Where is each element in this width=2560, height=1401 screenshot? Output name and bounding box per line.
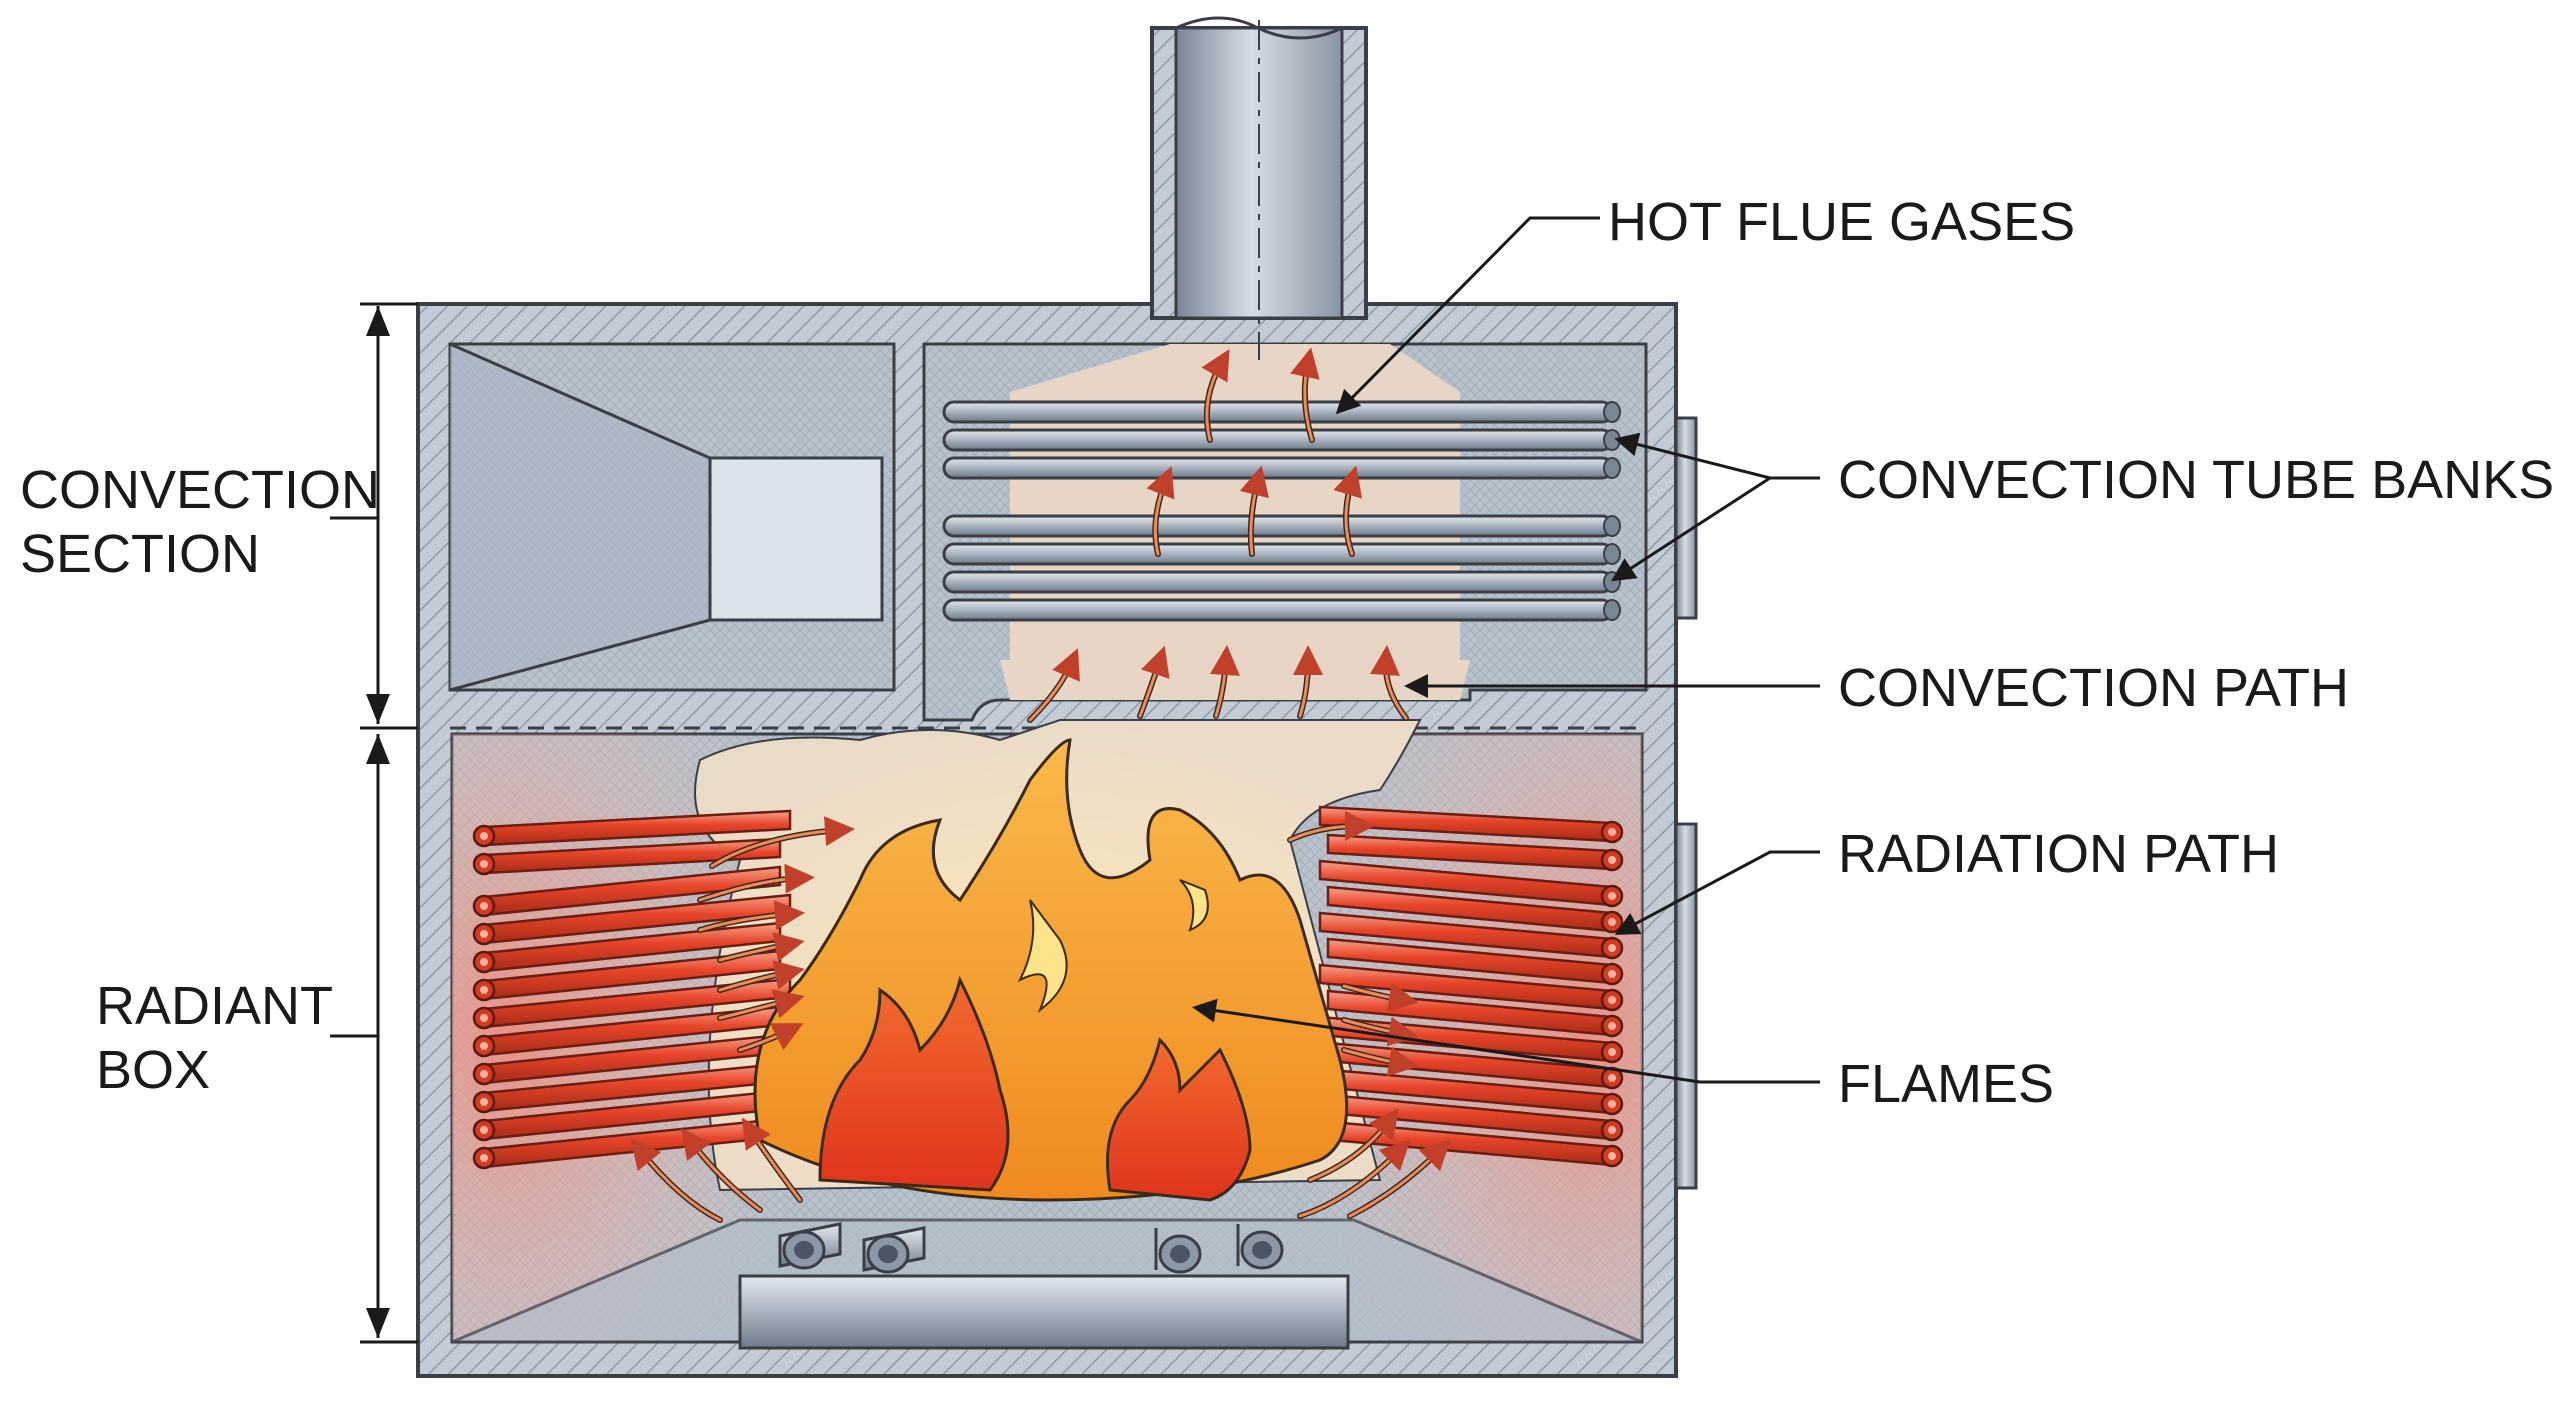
- flow-arrow: [738, 1023, 804, 1052]
- label-convection-tube-banks: CONVECTION TUBE BANKS: [1838, 450, 2554, 510]
- label-radiant-box-line2: BOX: [96, 1040, 210, 1100]
- flow-arrow: [1348, 1139, 1451, 1218]
- radiant-tube: [1318, 963, 1624, 1012]
- flow-arrow: [630, 1138, 722, 1222]
- radiant-tubes-left: [472, 809, 792, 1170]
- leader-lines: [1192, 216, 1820, 1084]
- flow-arrow: [718, 932, 805, 962]
- convection-tube: [942, 428, 1614, 452]
- dimension-lines: [330, 302, 418, 1344]
- label-radiation-path: RADIATION PATH: [1838, 824, 2279, 884]
- radiant-tube: [1318, 859, 1624, 908]
- flow-arrow: [680, 1128, 762, 1212]
- convection-tube-end: [1603, 599, 1621, 621]
- tube-headers: [1674, 416, 1698, 1190]
- convection-tube-end: [1603, 401, 1621, 423]
- flow-arrow: [698, 863, 815, 902]
- convection-tube: [942, 456, 1614, 480]
- radiant-tube: [1318, 911, 1624, 960]
- label-convection-section-line2: SECTION: [20, 524, 260, 584]
- flames: [753, 738, 1349, 1202]
- flow-arrow: [1138, 645, 1170, 718]
- radiant-tube: [1318, 805, 1624, 844]
- flow-arrow: [741, 1117, 802, 1202]
- radiant-tube: [472, 809, 792, 848]
- convection-tube-end: [1603, 543, 1621, 565]
- flow-arrow: [1292, 645, 1323, 718]
- flow-arrow: [1342, 982, 1419, 1013]
- convection-tube-end: [1603, 457, 1621, 479]
- flow-arrow: [1342, 1046, 1419, 1077]
- burners: [738, 1222, 1350, 1350]
- radiant-tube: [472, 893, 792, 946]
- radiant-tube: [1326, 937, 1624, 986]
- convection-tube: [942, 514, 1614, 538]
- convection-tube: [942, 598, 1614, 622]
- convection-tube: [942, 400, 1614, 424]
- label-flames: FLAMES: [1838, 1054, 2054, 1114]
- flow-arrow: [1239, 465, 1269, 556]
- convection-tube: [942, 542, 1614, 566]
- flow-arrow: [718, 989, 805, 1020]
- flow-arrow: [1028, 648, 1080, 722]
- flow-arrow: [1288, 811, 1375, 842]
- flow-arrow: [1201, 349, 1230, 442]
- label-convection-path: CONVECTION PATH: [1838, 658, 2349, 718]
- convection-tube-end: [1603, 571, 1621, 593]
- radiant-tube: [1326, 833, 1624, 872]
- flow-arrow: [718, 960, 805, 992]
- label-hot-flue-gases: HOT FLUE GASES: [1608, 192, 2075, 252]
- flow-arrow: [710, 816, 855, 868]
- labels: HOT FLUE GASES CONVECTION TUBE BANKS CON…: [20, 192, 2554, 1114]
- flow-arrow: [1370, 645, 1408, 720]
- radiant-tube: [472, 865, 782, 918]
- flow-arrow: [1333, 465, 1363, 556]
- flow-arrow: [1210, 645, 1240, 718]
- radiant-tube: [472, 837, 782, 876]
- flue-stack: [1150, 16, 1368, 360]
- convection-tube-end: [1603, 515, 1621, 537]
- label-radiant-box-line1: RADIANT: [96, 976, 333, 1036]
- flow-arrow: [1308, 1108, 1400, 1182]
- convection-tube-end: [1603, 429, 1621, 451]
- label-convection-section-line1: CONVECTION: [20, 460, 380, 520]
- flow-arrow: [1290, 347, 1320, 442]
- convection-tube-banks: [942, 400, 1621, 622]
- flow-arrow: [1342, 1016, 1419, 1047]
- flow-arrow: [698, 900, 805, 932]
- flow-arrow: [1146, 466, 1175, 556]
- gas-flow-arrows: [630, 347, 1451, 1223]
- convection-tube: [942, 570, 1614, 594]
- flow-arrow: [1298, 1139, 1411, 1218]
